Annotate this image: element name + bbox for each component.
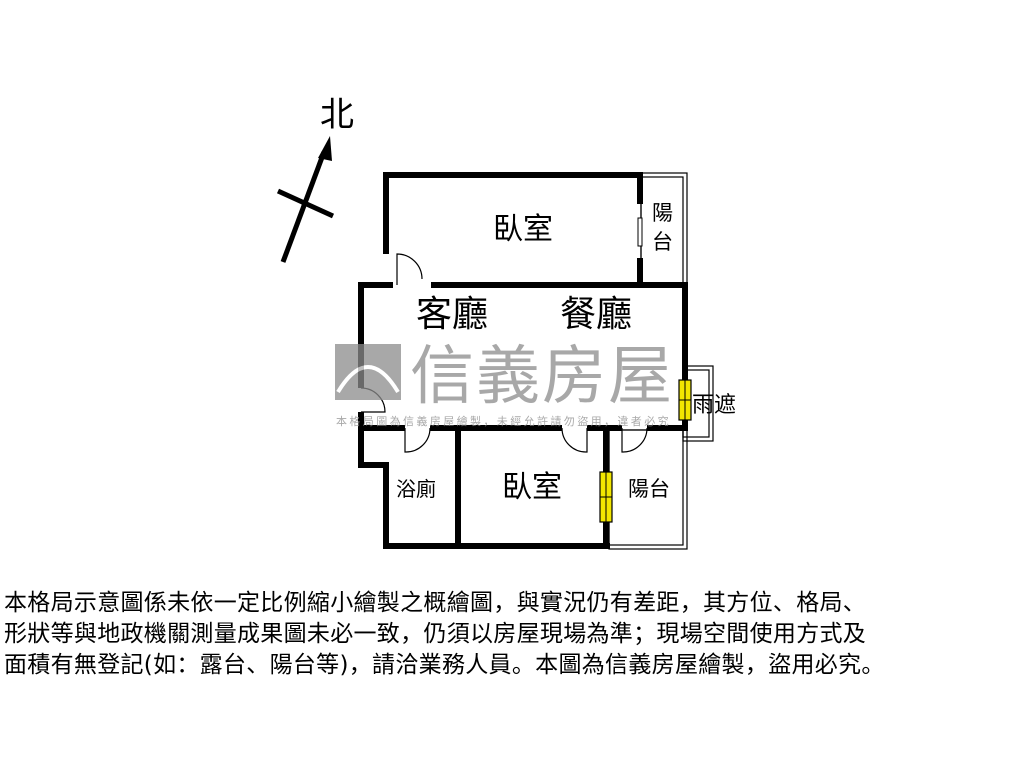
- north-arrow-icon: [318, 136, 332, 161]
- disclaimer-line: 本格局示意圖係未依一定比例縮小繪製之概繪圖，與實況仍有差距，其方位、格局、: [4, 590, 867, 616]
- label-balcony-bottom: 陽台: [628, 477, 670, 501]
- label-canopy: 雨遮: [692, 393, 736, 418]
- door-bathroom: [404, 427, 431, 453]
- watermark-brand: 信義房屋: [410, 340, 674, 414]
- disclaimer-line: 面積有無登記(如：露台、陽台等)，請洽業務人員。本圖為信義房屋繪製，盜用必究。: [4, 652, 885, 678]
- doors: [360, 253, 648, 453]
- disclaimer: 本格局示意圖係未依一定比例縮小繪製之概繪圖，與實況仍有差距，其方位、格局、 形狀…: [4, 588, 1024, 681]
- label-balcony-top-1: 陽: [652, 201, 673, 225]
- compass: 北: [276, 95, 354, 263]
- door-bottom-bedroom: [561, 427, 588, 453]
- label-bedroom-top: 臥室: [493, 212, 553, 247]
- door-top-bedroom: [396, 253, 423, 285]
- label-bedroom-bottom: 臥室: [502, 470, 562, 505]
- walls: [358, 172, 688, 549]
- label-balcony-top-2: 台: [652, 230, 673, 254]
- label-living-room: 客廳: [416, 294, 488, 335]
- north-label: 北: [320, 95, 354, 135]
- disclaimer-line: 形狀等與地政機關測量成果圖未必一致，仍須以房屋現場為準；現場空間使用方式及: [4, 621, 867, 647]
- compass-crossbar: [276, 188, 335, 219]
- label-dining-room: 餐廳: [560, 294, 632, 335]
- north-arrow-shaft: [280, 151, 327, 263]
- watermark: 信義房屋 本格局圖為信義房屋繪製，未經允許請勿盜用，違者必究: [335, 340, 674, 428]
- label-bathroom: 浴廁: [396, 477, 436, 501]
- door-bottom-balcony: [621, 427, 648, 453]
- window-top-balcony: [637, 217, 643, 247]
- brand-logo-icon: [335, 344, 401, 400]
- watermark-notice: 本格局圖為信義房屋繪製，未經允許請勿盜用，違者必究: [336, 414, 671, 428]
- windows: [599, 217, 692, 523]
